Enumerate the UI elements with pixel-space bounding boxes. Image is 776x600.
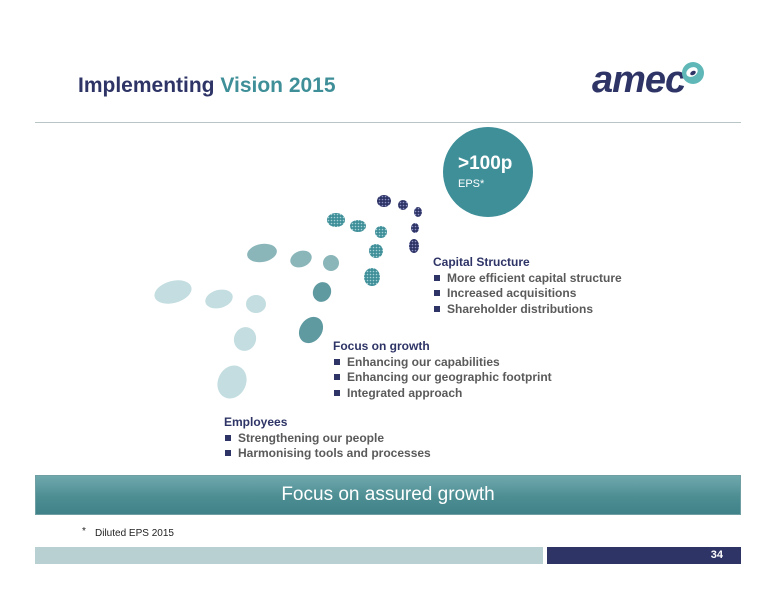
list-item: Enhancing our capabilities bbox=[333, 355, 552, 371]
focus-on-growth-heading: Focus on growth bbox=[333, 339, 430, 353]
logo-wordmark: amec bbox=[592, 59, 686, 101]
footnote-marker: * bbox=[82, 526, 86, 537]
bullet-icon bbox=[434, 305, 440, 312]
bullet-icon bbox=[334, 389, 340, 396]
amec-logo: amec bbox=[592, 58, 710, 102]
employees-list: Strengthening our people Harmonising too… bbox=[224, 431, 431, 462]
list-item: Strengthening our people bbox=[224, 431, 431, 447]
employees-heading: Employees bbox=[224, 415, 288, 429]
bullet-icon bbox=[334, 358, 340, 365]
list-item: Enhancing our geographic footprint bbox=[333, 370, 552, 386]
bullet-icon bbox=[334, 374, 340, 380]
footnote-text: Diluted EPS 2015 bbox=[95, 528, 174, 539]
summary-banner: Focus on assured growth bbox=[35, 475, 741, 515]
title-accent: Vision 2015 bbox=[220, 74, 336, 97]
title-main: Implementing bbox=[78, 74, 215, 97]
bullet-icon bbox=[434, 290, 440, 296]
employees-group: Employees Strengthening our people Harmo… bbox=[224, 415, 431, 462]
capital-structure-group: Capital Structure More efficient capital… bbox=[433, 255, 622, 317]
bullet-icon bbox=[434, 274, 440, 281]
page-number: 34 bbox=[710, 549, 723, 561]
eps-target-badge: >100p EPS* bbox=[443, 127, 533, 217]
eps-value: >100p bbox=[458, 153, 513, 174]
bullet-icon bbox=[225, 450, 231, 456]
list-item: Shareholder distributions bbox=[433, 302, 622, 318]
list-item: Increased acquisitions bbox=[433, 286, 622, 302]
capital-structure-list: More efficient capital structure Increas… bbox=[433, 271, 622, 318]
footer-bar-left bbox=[35, 547, 543, 564]
bullet-icon bbox=[225, 434, 231, 441]
page-title: Implementing Vision 2015 bbox=[78, 74, 336, 98]
footer-bar-right: 34 bbox=[547, 547, 741, 564]
list-item: Integrated approach bbox=[333, 386, 552, 402]
capital-structure-heading: Capital Structure bbox=[433, 255, 530, 269]
eps-label: EPS* bbox=[458, 178, 485, 190]
focus-on-growth-list: Enhancing our capabilities Enhancing our… bbox=[333, 355, 552, 402]
list-item: More efficient capital structure bbox=[433, 271, 622, 287]
list-item: Harmonising tools and processes bbox=[224, 446, 431, 462]
header-divider bbox=[35, 122, 741, 123]
logo-swirl-icon bbox=[682, 62, 704, 84]
focus-on-growth-group: Focus on growth Enhancing our capabiliti… bbox=[333, 339, 552, 401]
